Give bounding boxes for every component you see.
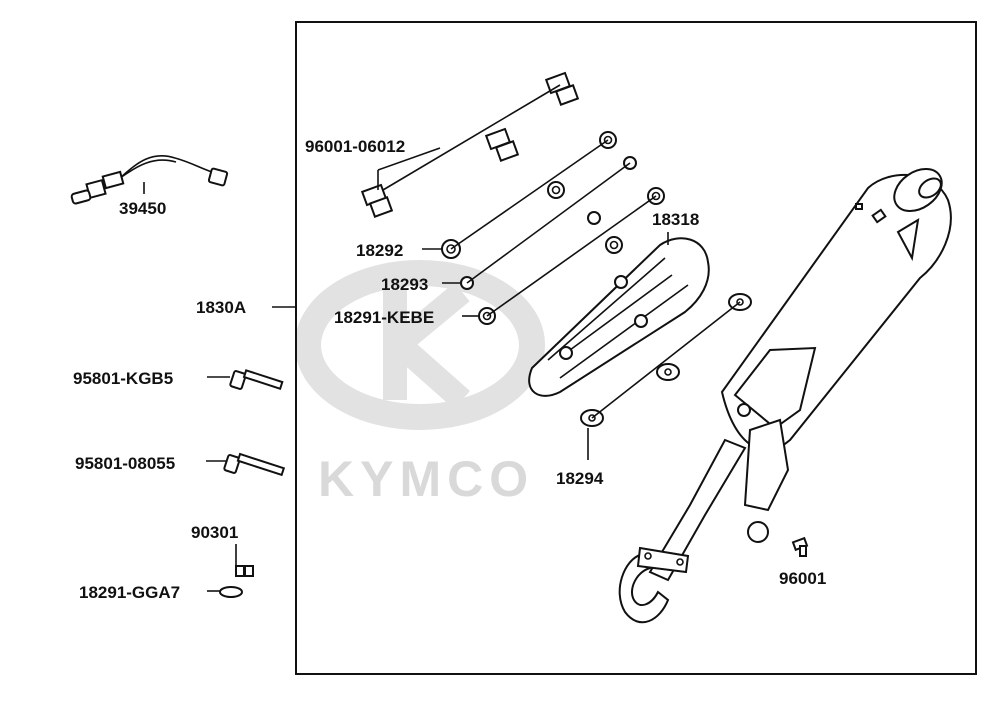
label-96001-06012: 96001-06012 bbox=[305, 137, 405, 156]
washer-18291-kebe-parts[interactable] bbox=[462, 187, 665, 325]
watermark-text: KYMCO bbox=[318, 451, 534, 507]
muffler-assembly-part[interactable] bbox=[618, 160, 952, 624]
label-18294: 18294 bbox=[556, 469, 604, 488]
label-18293: 18293 bbox=[381, 275, 428, 294]
heat-shield-18318-part[interactable] bbox=[528, 232, 710, 397]
label-96001: 96001 bbox=[779, 569, 826, 588]
label-39450: 39450 bbox=[119, 199, 166, 218]
label-95801-08055: 95801-08055 bbox=[75, 454, 175, 473]
washer-18294-parts[interactable] bbox=[580, 293, 752, 460]
bolt-95801-08055-part[interactable] bbox=[206, 452, 286, 477]
screw-90301-part[interactable] bbox=[235, 544, 254, 577]
label-95801-kgb5: 95801-KGB5 bbox=[73, 369, 173, 388]
bolt-96001-06012-parts[interactable] bbox=[360, 71, 580, 218]
washer-18291-gga7-part[interactable] bbox=[207, 586, 243, 598]
label-18291-gga7: 18291-GGA7 bbox=[79, 583, 180, 602]
label-18292: 18292 bbox=[356, 241, 403, 260]
assembly-frame bbox=[295, 21, 977, 675]
nut-18293-parts[interactable] bbox=[442, 156, 637, 290]
kymco-watermark-logo: KYMCO bbox=[295, 260, 545, 507]
label-1830A: 1830A bbox=[196, 298, 246, 317]
label-90301: 90301 bbox=[191, 523, 238, 542]
washer-18292-parts[interactable] bbox=[422, 131, 617, 259]
label-18291-kebe: 18291-KEBE bbox=[334, 308, 434, 327]
bolt-95801-kgb5-part[interactable] bbox=[207, 369, 284, 390]
label-18318: 18318 bbox=[652, 210, 699, 229]
bolt-96001-part[interactable] bbox=[791, 536, 809, 557]
oxygen-sensor-part[interactable] bbox=[70, 155, 229, 205]
